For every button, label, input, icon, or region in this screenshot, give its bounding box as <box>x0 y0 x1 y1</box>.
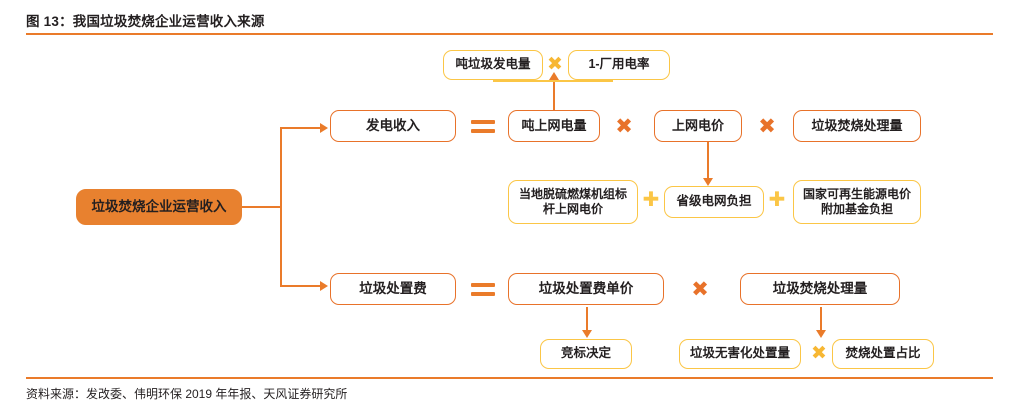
connector-root-horizontal <box>242 206 282 209</box>
node-label: 1-厂用电率 <box>588 57 650 72</box>
operator-equals-disposal <box>471 283 495 296</box>
node-label: 竞标决定 <box>560 346 611 361</box>
node-ton-grid-power[interactable]: 吨上网电量 <box>508 110 600 142</box>
connector-top-row-rail <box>493 80 613 83</box>
node-benchmark-price[interactable]: 当地脱硫燃煤机组标杆上网电价 <box>508 180 638 224</box>
connector-branch-top <box>280 127 320 130</box>
footer-divider <box>26 377 993 379</box>
node-label: 垃圾焚烧企业运营收入 <box>91 198 227 214</box>
node-label: 焚烧处置占比 <box>845 346 921 361</box>
node-incineration-volume-top[interactable]: 垃圾焚烧处理量 <box>793 110 921 142</box>
node-label: 发电收入 <box>366 117 420 133</box>
operator-equals-power <box>471 120 495 133</box>
node-bidding[interactable]: 竞标决定 <box>540 339 632 369</box>
node-label: 当地脱硫燃煤机组标杆上网电价 <box>518 187 627 216</box>
title-divider <box>26 33 993 35</box>
arrow-up-to-top-row <box>548 72 559 80</box>
figure-title: 图 13：我国垃圾焚烧企业运营收入来源 <box>26 14 265 29</box>
source-note: 资料来源：发改委、伟明环保 2019 年年报、天风证券研究所 <box>26 387 348 401</box>
operator-times-power-1: ✖ <box>615 115 633 138</box>
node-label: 吨垃圾发电量 <box>455 57 531 72</box>
node-ton-waste-power[interactable]: 吨垃圾发电量 <box>443 50 543 80</box>
operator-plus-1: ✚ <box>642 189 660 211</box>
arrow-down-to-bidding <box>581 330 592 338</box>
node-label: 吨上网电量 <box>521 118 587 134</box>
node-label: 垃圾处置费 <box>359 280 427 296</box>
node-provincial-grid[interactable]: 省级电网负担 <box>664 186 764 218</box>
node-disposal-unit-price[interactable]: 垃圾处置费单价 <box>508 273 664 305</box>
node-renewable-fund[interactable]: 国家可再生能源电价附加基金负担 <box>793 180 921 224</box>
node-disposal-fee[interactable]: 垃圾处置费 <box>330 273 456 305</box>
node-root-operating-revenue[interactable]: 垃圾焚烧企业运营收入 <box>76 189 242 225</box>
node-label: 垃圾处置费单价 <box>538 280 634 296</box>
node-label: 垃圾无害化处置量 <box>689 346 790 361</box>
operator-times-top: ✖ <box>547 54 563 75</box>
node-label: 垃圾焚烧处理量 <box>811 118 903 134</box>
node-grid-price[interactable]: 上网电价 <box>654 110 742 142</box>
node-harmless-volume[interactable]: 垃圾无害化处置量 <box>679 339 801 369</box>
node-plant-power-rate[interactable]: 1-厂用电率 <box>568 50 670 80</box>
arrow-to-power-revenue <box>320 122 328 133</box>
connector-ton-grid-power-vertical <box>553 80 556 110</box>
node-label: 国家可再生能源电价附加基金负担 <box>802 187 911 216</box>
node-power-revenue[interactable]: 发电收入 <box>330 110 456 142</box>
connector-disposal-price-vertical <box>586 307 589 332</box>
arrow-down-to-provincial-grid <box>702 178 713 186</box>
operator-times-bottom: ✖ <box>811 343 827 364</box>
node-incineration-share[interactable]: 焚烧处置占比 <box>832 339 934 369</box>
connector-branch-bottom <box>280 285 320 288</box>
arrow-to-disposal-fee <box>320 280 328 291</box>
node-label: 省级电网负担 <box>676 194 752 209</box>
operator-plus-2: ✚ <box>768 189 786 211</box>
connector-grid-price-vertical <box>707 142 710 180</box>
node-label: 上网电价 <box>671 118 724 134</box>
node-incineration-volume-bottom[interactable]: 垃圾焚烧处理量 <box>740 273 900 305</box>
arrow-down-to-bottom-times <box>815 330 826 338</box>
connector-incineration-volume-vertical <box>820 307 823 332</box>
connector-branch-vertical <box>280 127 283 287</box>
operator-times-disposal: ✖ <box>691 278 709 301</box>
node-label: 垃圾焚烧处理量 <box>772 280 868 296</box>
operator-times-power-2: ✖ <box>758 115 776 138</box>
